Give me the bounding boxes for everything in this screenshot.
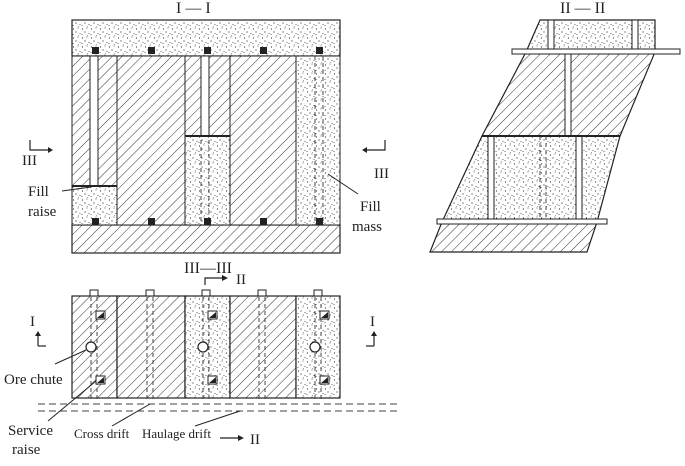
- ore-chute-icon: [85, 341, 97, 353]
- section-iii-iii-title: III—III: [184, 260, 232, 277]
- cross-drift-label: Cross drift: [74, 426, 130, 441]
- section-ii-ii-title: II — II: [560, 0, 605, 17]
- ore-chute-label: Ore chute: [4, 372, 63, 388]
- section-i-i: I — I III: [22, 0, 389, 254]
- section-ii-bottom-mark: II: [250, 432, 260, 448]
- section-i-left-mark: I: [30, 314, 35, 330]
- section-iii-left-mark: III: [22, 153, 37, 169]
- fill-raise-label-1: Fill: [28, 184, 49, 200]
- service-raise-label-2: raise: [12, 442, 41, 458]
- section-iii-iii: III—III II: [4, 260, 398, 458]
- fill-raise-label-2: raise: [28, 204, 57, 220]
- section-i-i-title: I — I: [176, 0, 211, 17]
- haulage-drift-label: Haulage drift: [142, 426, 211, 441]
- service-raise-label-1: Service: [8, 423, 53, 439]
- section-ii-ii: II — II: [429, 0, 681, 253]
- section-i-right-mark: I: [370, 314, 375, 330]
- section-iii-right-mark: III: [374, 166, 389, 182]
- fill-mass-label-2: mass: [352, 219, 382, 235]
- fill-mass-label-1: Fill: [360, 199, 381, 215]
- section-ii-top-mark: II: [236, 272, 246, 288]
